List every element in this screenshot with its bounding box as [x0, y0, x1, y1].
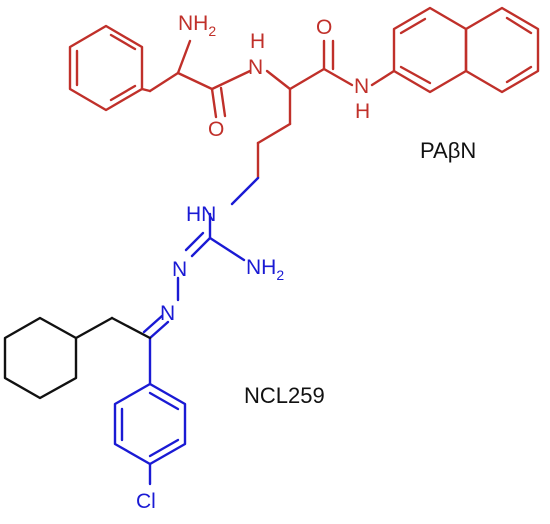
amide-h-naph-label: H [355, 100, 370, 123]
hydrazone-n1-label: N [172, 258, 187, 281]
guanylhydrazone-fragment: HN NH2 N N Cl [113, 176, 284, 513]
compound-label-ncl259: NCL259 [244, 383, 325, 408]
guanidine-hn-label: HN [186, 203, 216, 226]
arginine-backbone [256, 39, 396, 180]
carbonyl-o-left-label: O [208, 118, 224, 141]
compound-label-pabn: PAβN [420, 138, 476, 163]
naphthyl-ring [392, 6, 540, 94]
phenyl-ring [68, 24, 144, 112]
carbonyl-o-right-label: O [316, 16, 332, 39]
amide-h-top-label: H [250, 30, 265, 53]
chlorophenyl-ring [113, 382, 187, 486]
phenylalanine-backbone [140, 39, 252, 119]
amine-label: NH2 [178, 12, 216, 39]
amide-n-naph-label: N [354, 75, 369, 98]
pabn-fragment: NH2 H N O O N H [68, 6, 540, 180]
hydrazone-n2-label: N [160, 302, 175, 325]
guanidine-nh2-label: NH2 [246, 256, 284, 283]
amide-n-top-label: N [248, 56, 263, 79]
cyclohexyl-fragment [3, 316, 152, 400]
chloro-label: Cl [136, 490, 156, 513]
